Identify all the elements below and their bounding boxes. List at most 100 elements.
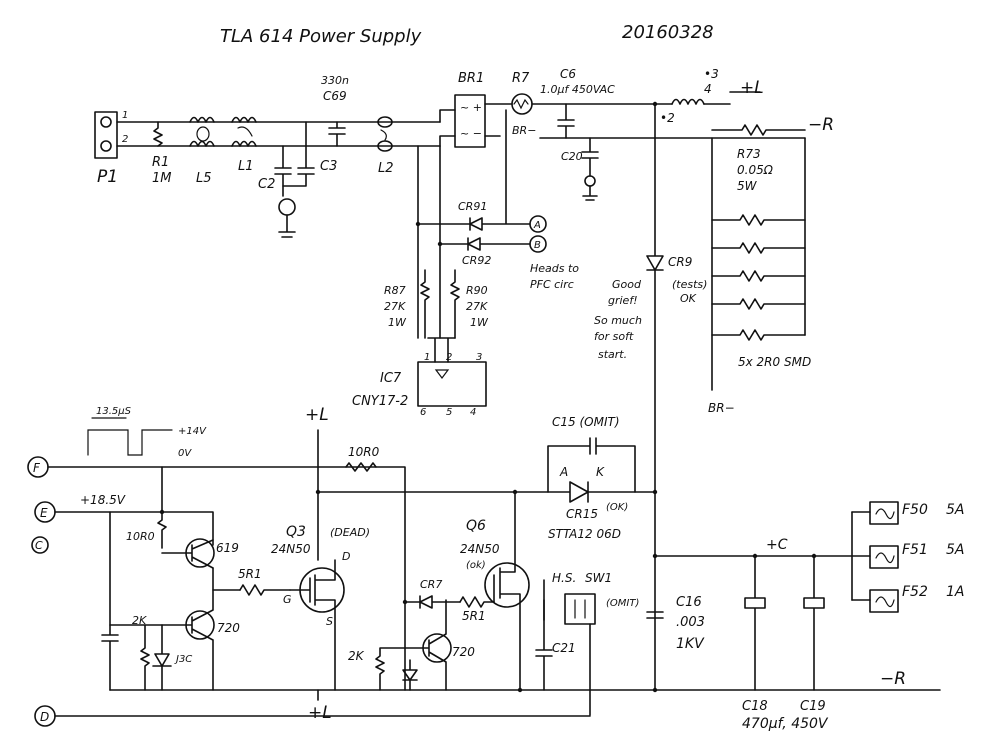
r90-watt: 1W: [470, 316, 489, 329]
capacitor-c16: [646, 611, 664, 619]
r7-zigzag: [513, 98, 529, 110]
r90-label: R90: [466, 284, 488, 297]
diode-cr7: [404, 595, 461, 609]
r90-value: 27K: [466, 300, 488, 313]
t720-right-label: 720: [452, 645, 475, 659]
supply-185-wire: [54, 511, 214, 546]
cr9-label: CR9: [668, 255, 692, 269]
ic7-label: IC7: [380, 371, 402, 386]
q3-status: (DEAD): [330, 526, 370, 539]
gate-waveform: [87, 429, 173, 456]
plus-l-label: +L: [740, 78, 764, 98]
ground-node-c2: [278, 198, 296, 216]
r87-label: R87: [384, 284, 406, 297]
r5r1-left-label: 5R1: [238, 567, 262, 581]
br-minus-label: BR−: [512, 124, 536, 137]
sw1-contacts: [574, 599, 586, 619]
t720b-leads: [404, 599, 447, 691]
resistor-r90: [450, 269, 460, 339]
r2k-right-label: 2K: [348, 649, 365, 663]
cny-label: CNY17-2: [352, 394, 408, 409]
junction-dots: [159, 221, 817, 693]
minus-r-bottom-label: −R: [880, 669, 906, 689]
capacitor-c19: [803, 555, 825, 691]
r10r0-left-label: 10R0: [126, 530, 155, 543]
node-f-label: F: [33, 461, 41, 475]
note-grief-3: So much: [594, 314, 642, 327]
node-a-label: A: [533, 220, 541, 231]
note-grief-5: start.: [598, 348, 627, 361]
inductor-l1: [231, 116, 257, 147]
cr15-status: (OK): [606, 502, 628, 513]
node-c-label: C: [35, 539, 43, 552]
r1-label: R1: [152, 155, 169, 170]
plus-c-label: +C: [766, 537, 788, 553]
plus-l-bottom-label: +L: [308, 703, 332, 723]
br1-ac-plus: ~ +: [460, 101, 482, 114]
q3-leads: [289, 559, 336, 691]
cr9-tests: (tests): [672, 278, 707, 291]
fuse-f52: [851, 589, 899, 613]
t720a-leads: [161, 567, 214, 691]
r73-value: 0.05Ω: [737, 163, 774, 177]
c69-label: C69: [323, 89, 347, 103]
c15-label: C15 (OMIT): [552, 415, 620, 429]
r1-value: 1M: [152, 171, 172, 186]
output-inductor: [671, 98, 705, 105]
pin3-label: •3: [704, 67, 719, 81]
capacitor-decoupling: [101, 511, 119, 691]
capacitor-c15: [547, 437, 636, 493]
cr9-ok: OK: [680, 292, 697, 305]
bridge-input: [439, 109, 456, 147]
waveform-high: +14V: [178, 426, 207, 437]
cr91-label: CR91: [458, 200, 487, 213]
q3-drain: D: [342, 550, 350, 563]
t720-left-label: 720: [217, 621, 240, 635]
minus-r-label: −R: [808, 115, 834, 135]
l2-label: L2: [378, 161, 394, 176]
c20-node: [584, 175, 596, 187]
node-e-label: E: [40, 506, 48, 520]
q6-label: Q6: [466, 518, 486, 534]
switch-sw1: [564, 593, 596, 625]
resistor-5r1-left: [239, 584, 291, 596]
date-label: 20160328: [622, 22, 714, 43]
node-c: [31, 536, 49, 554]
optocoupler-ic7: [417, 361, 487, 407]
f52-value: 1A: [946, 584, 964, 600]
capacitor-c21: [535, 599, 553, 691]
f50-value: 5A: [946, 502, 964, 518]
inductor-l5: [189, 116, 215, 147]
note-grief-2: grief!: [608, 294, 638, 307]
p1-label: P1: [97, 167, 118, 187]
ic-pin3: 3: [476, 352, 482, 363]
capacitor-c20: [581, 137, 599, 177]
br1-ac-minus: ~ −: [460, 127, 482, 140]
pin4-label: 4: [704, 82, 712, 96]
zener-diode: [152, 624, 172, 691]
diode-cr15: [514, 481, 656, 503]
smd-label: 5x 2R0 SMD: [738, 355, 811, 369]
c19-label: C19: [800, 699, 826, 714]
c20-ground: [582, 185, 598, 201]
ic-pin5: 5: [446, 407, 452, 418]
q6-status: (ok): [466, 560, 486, 571]
fuse-f51: [851, 545, 899, 569]
resistor-r1: [153, 121, 163, 147]
l5-label: L5: [196, 171, 212, 186]
sw1-omit: (OMIT): [606, 598, 639, 609]
r73-label: R73: [737, 147, 761, 161]
resistor-10r0-top: [345, 462, 377, 472]
page-title: TLA 614 Power Supply: [220, 26, 422, 47]
r2k-left-label: 2K: [132, 614, 147, 627]
p1-pin1: 1: [122, 110, 128, 121]
q3-part: 24N50: [271, 542, 311, 556]
ic-pin1: 1: [424, 352, 430, 363]
v185-label: +18.5V: [80, 493, 126, 507]
c20-label: C20: [561, 150, 583, 163]
resistor-5r1-right: [459, 596, 495, 608]
c21-label: C21: [552, 641, 576, 655]
junction: [652, 553, 658, 559]
cr7-label: CR7: [420, 578, 442, 591]
resistor-r73: [711, 124, 806, 136]
